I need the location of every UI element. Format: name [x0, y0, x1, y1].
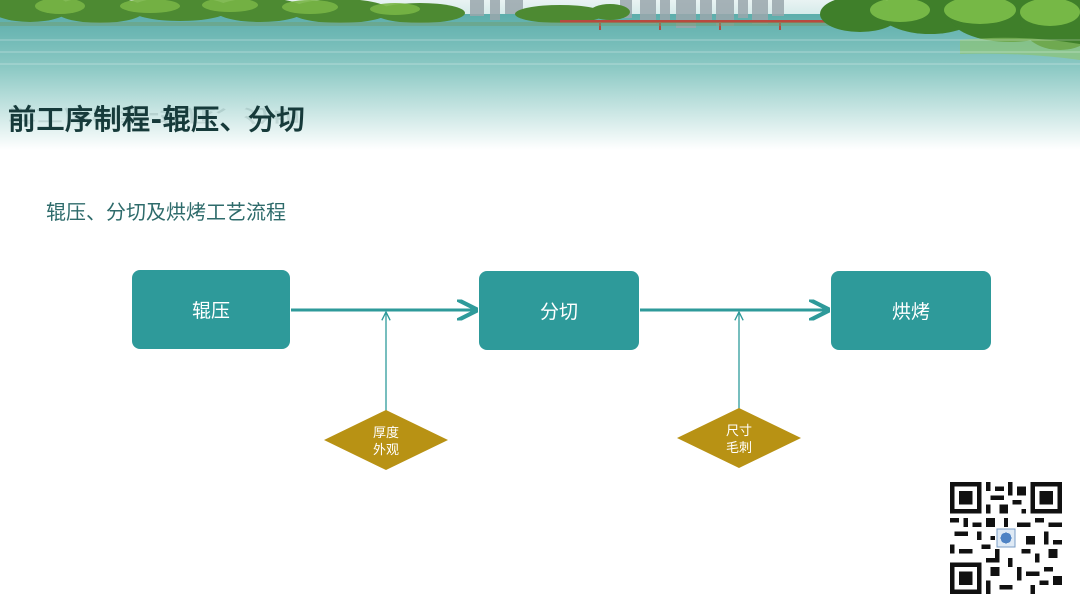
check-thickness-label: 厚度: [373, 425, 399, 441]
check-size-label: 尺寸: [726, 424, 752, 439]
step-slitting: 分切: [479, 271, 639, 350]
step-baking: 烘烤: [831, 271, 991, 350]
process-flow-diagram: 辊压 分切 烘烤 厚度 外观 尺寸 毛刺: [132, 270, 991, 470]
page-title: 前工序制程-辊压、分切: [8, 103, 306, 136]
step-rolling: 辊压: [132, 270, 290, 349]
check-burr-label: 毛刺: [726, 441, 752, 456]
check-diamond-size: 尺寸 毛刺: [677, 408, 801, 468]
page-title-reflection: 前工序制程-辊压、分切: [8, 105, 300, 125]
subtitle: 辊压、分切及烘烤工艺流程: [46, 200, 286, 224]
check-appearance-label: 外观: [373, 443, 399, 458]
step-rolling-label: 辊压: [192, 300, 230, 322]
banner-image: [0, 0, 1080, 150]
check-diamond-thickness: 厚度 外观: [324, 410, 448, 470]
step-slitting-label: 分切: [540, 301, 578, 323]
qr-code: [950, 482, 1062, 594]
step-baking-label: 烘烤: [892, 301, 930, 323]
